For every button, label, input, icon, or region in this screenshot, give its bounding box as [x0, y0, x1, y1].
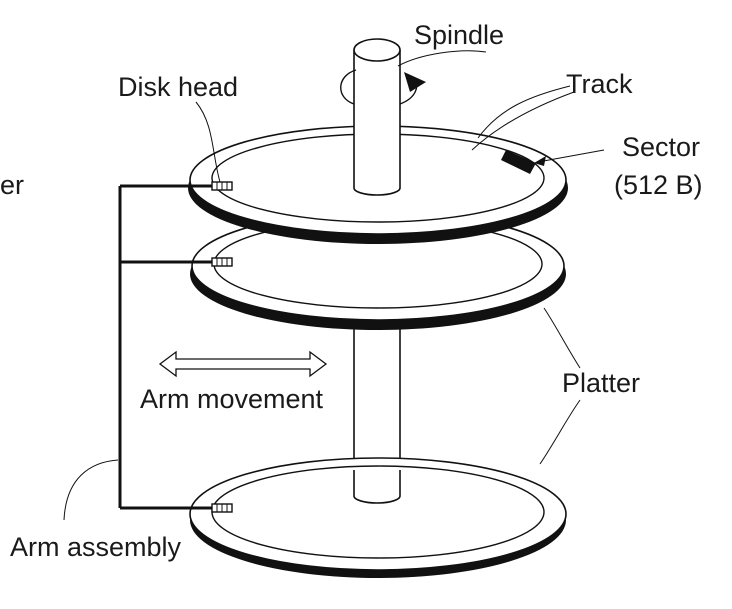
label-spindle: Spindle — [414, 20, 504, 50]
label-cylinder-partial: ler — [0, 170, 24, 200]
label-arm-assembly: Arm assembly — [10, 532, 182, 562]
leader-arm-assembly — [63, 459, 119, 521]
leader-lines — [63, 50, 605, 521]
leader-track-2 — [471, 91, 575, 151]
spindle-upper — [353, 38, 401, 196]
rotation-arrow — [340, 69, 426, 105]
platter-bottom — [189, 457, 567, 578]
leader-track-1 — [477, 85, 571, 139]
label-sector-size: (512 B) — [614, 170, 703, 200]
arm-movement-arrow — [158, 350, 328, 378]
label-disk-head: Disk head — [118, 72, 238, 102]
platter-middle — [190, 211, 566, 330]
arm-assembly — [118, 184, 214, 510]
label-arm-movement: Arm movement — [140, 384, 324, 414]
disk-head-top — [211, 181, 233, 191]
sector-mark — [501, 150, 536, 174]
leader-disk-head — [195, 101, 221, 183]
disk-head-middle — [211, 257, 233, 267]
leader-platter-2 — [539, 399, 581, 465]
sector-arrowhead — [534, 156, 546, 166]
disk-head-bottom — [211, 503, 233, 513]
label-sector: Sector — [622, 132, 700, 162]
label-platter: Platter — [562, 368, 640, 398]
leader-platter-1 — [543, 307, 581, 369]
leader-sector — [537, 149, 605, 163]
leader-spindle — [397, 50, 487, 67]
label-track: Track — [566, 69, 633, 99]
